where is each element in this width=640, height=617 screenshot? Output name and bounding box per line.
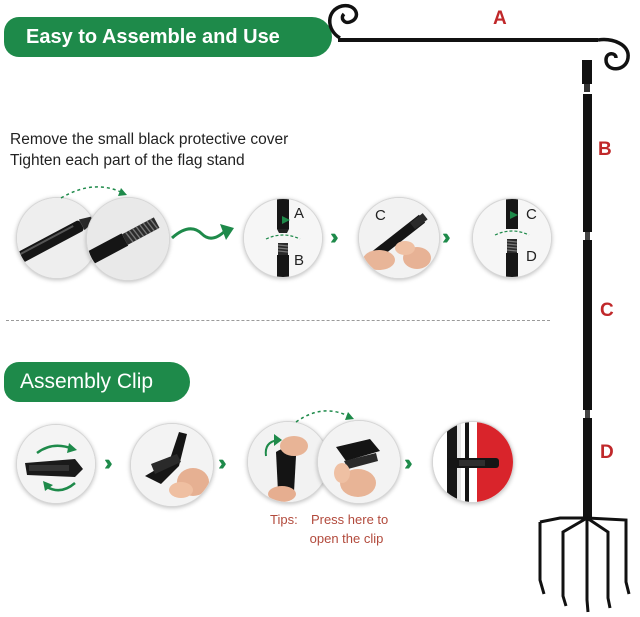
- double-chevron-icon: ››: [218, 450, 226, 475]
- tips-prefix: Tips:: [270, 512, 298, 527]
- label-a: A: [294, 205, 305, 222]
- label-c: C: [375, 207, 386, 224]
- flag-stand-drawing: [328, 3, 631, 613]
- dashed-arc-arrow-icon: [60, 186, 127, 199]
- clip-open-hand-photo: [130, 423, 214, 507]
- tips-line2: open the clip: [309, 531, 384, 546]
- clip-photo: [16, 424, 96, 504]
- clip-section-title: Assembly Clip: [4, 362, 190, 402]
- connect-cd-photo: [472, 198, 552, 278]
- connect-ab-photo: [243, 198, 323, 278]
- label-d: D: [526, 248, 537, 265]
- assemble-section-title: Easy to Assemble and Use: [4, 17, 332, 57]
- double-chevron-icon: ››: [104, 450, 112, 475]
- stand-part-d: D: [600, 442, 614, 463]
- instruction-tighten-parts: Tighten each part of the flag stand: [10, 152, 245, 169]
- tips-note: Tips: Press here to open the clip: [270, 510, 388, 548]
- stand-part-a: A: [493, 8, 507, 29]
- clip-press-photo: [247, 421, 329, 503]
- label-c-second: C: [526, 206, 537, 223]
- hand-twist-c-photo: [358, 197, 440, 279]
- dashed-arc-arrow-icon: [295, 410, 354, 423]
- threaded-end-photo: [86, 197, 170, 281]
- stand-part-b: B: [598, 139, 612, 160]
- clip-on-flag-photo: [432, 421, 514, 503]
- section-divider: [6, 320, 550, 321]
- stand-part-c: C: [600, 300, 614, 321]
- clip-open-fingers-photo: [317, 420, 401, 504]
- curved-arrow-icon: [171, 224, 234, 240]
- pole-tip-photo: [16, 197, 98, 279]
- tips-line1: Press here to: [310, 512, 389, 527]
- instruction-remove-cover: Remove the small black protective cover: [10, 131, 289, 148]
- label-b: B: [294, 252, 305, 269]
